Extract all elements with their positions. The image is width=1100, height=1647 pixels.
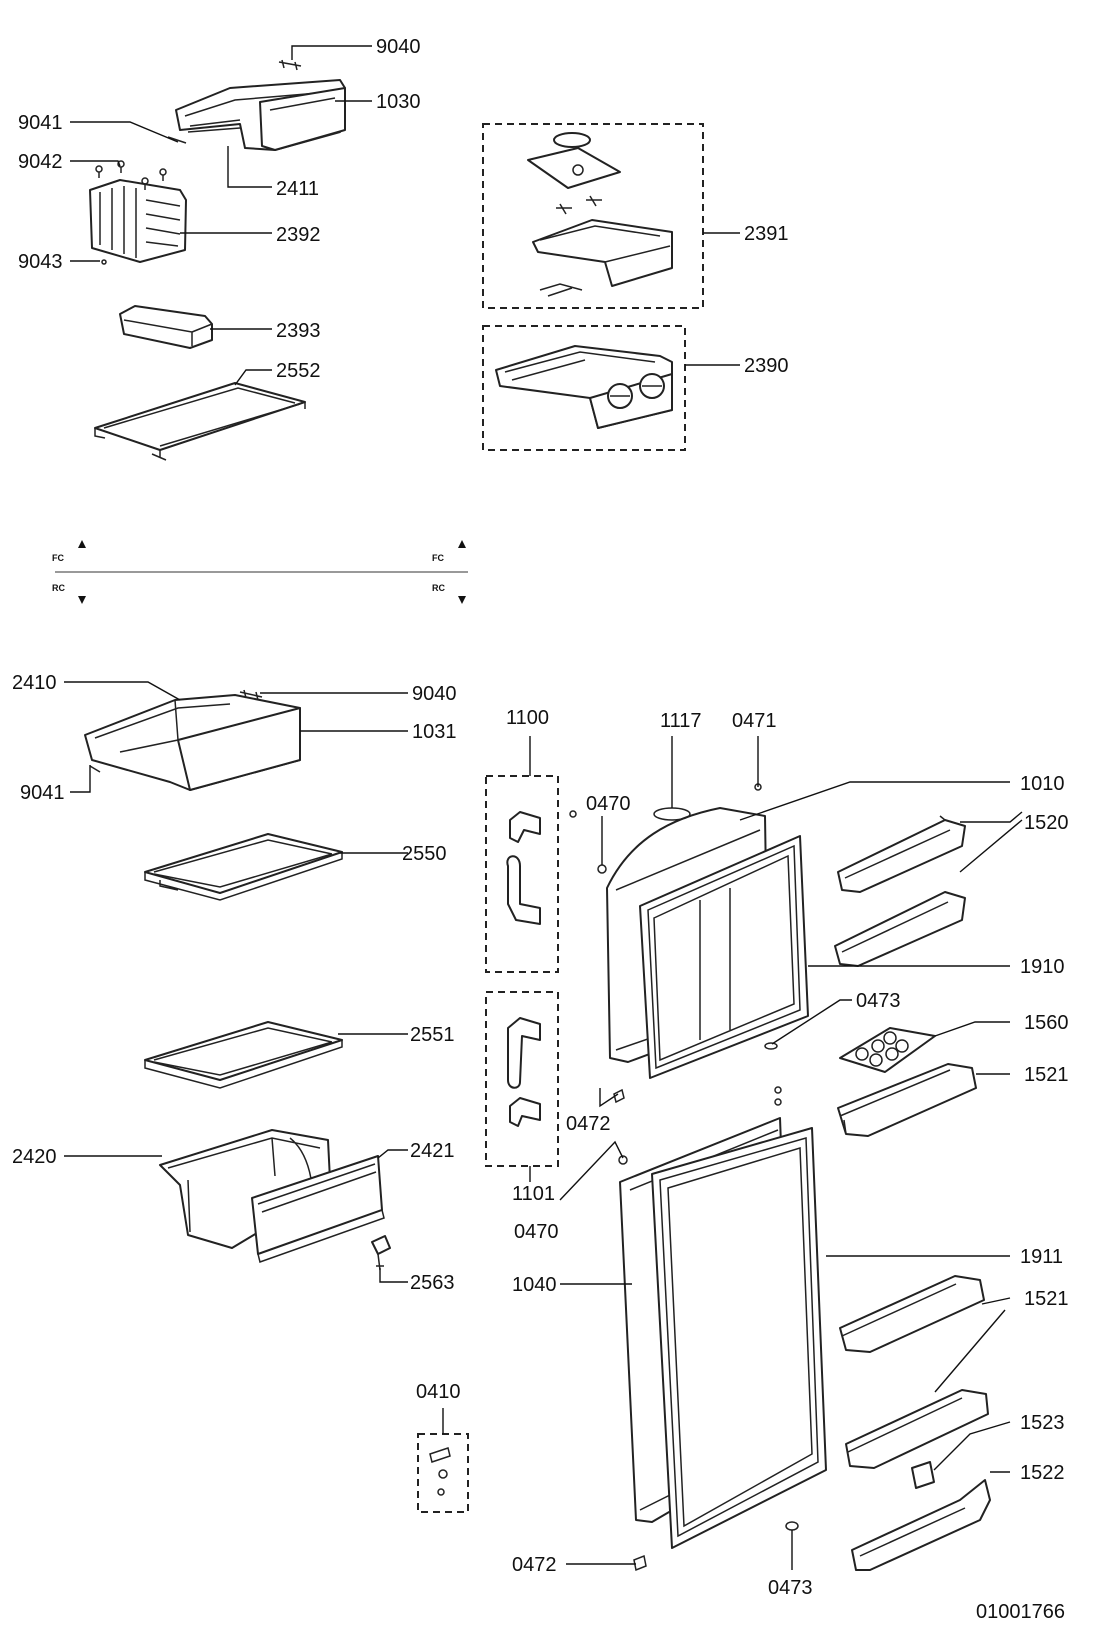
label-1521-bottom: 1521 (1024, 1288, 1069, 1310)
part-1522-drawing (851, 1479, 991, 1571)
part-2421-drawing (251, 1155, 385, 1263)
label-2411: 2411 (276, 178, 319, 200)
part-2391-drawing (482, 123, 704, 309)
label-1030: 1030 (376, 91, 421, 113)
part-1910-drawing (639, 835, 809, 1079)
label-2550: 2550 (402, 843, 447, 865)
label-0472-bottom: 0472 (512, 1554, 557, 1576)
label-1117: 1117 (660, 710, 702, 732)
label-1560: 1560 (1024, 1012, 1069, 1034)
label-2410: 2410 (12, 672, 57, 694)
label-1910: 1910 (1020, 956, 1065, 978)
part-1523-drawing (911, 1461, 935, 1489)
marker-rc-left: RC (52, 583, 65, 593)
part-1521-top-drawing (837, 1063, 977, 1137)
part-2563-drawing (371, 1235, 391, 1271)
label-1911: 1911 (1020, 1246, 1063, 1268)
label-0470-bottom: 0470 (514, 1221, 559, 1243)
label-9042: 9042 (18, 151, 63, 173)
label-2551: 2551 (410, 1024, 455, 1046)
leader-lines (64, 45, 1023, 1570)
marker-fc-left: FC (52, 553, 64, 563)
label-9040-bottom: 9040 (412, 683, 457, 705)
label-2563: 2563 (410, 1272, 455, 1294)
label-0473-top: 0473 (856, 990, 901, 1012)
part-2551-drawing (144, 1021, 343, 1089)
part-1911-drawing (651, 1127, 827, 1549)
part-2393-drawing (119, 305, 213, 349)
label-1522: 1522 (1020, 1462, 1065, 1484)
label-1100: 1100 (506, 707, 549, 729)
label-0472-top: 0472 (566, 1113, 611, 1135)
part-1100-drawing (485, 775, 559, 973)
label-2393: 2393 (276, 320, 321, 342)
label-2421: 2421 (410, 1140, 455, 1162)
label-1040: 1040 (512, 1274, 557, 1296)
label-9041-top: 9041 (18, 112, 63, 134)
part-0410-drawing (417, 1433, 469, 1513)
part-2552-drawing (94, 382, 306, 461)
label-9041-bottom: 9041 (20, 782, 65, 804)
label-1520: 1520 (1024, 812, 1069, 834)
label-1031: 1031 (412, 721, 457, 743)
label-0471: 0471 (732, 710, 777, 732)
marker-rc-right: RC (432, 583, 445, 593)
part-1560-drawing (839, 1027, 936, 1073)
label-0410: 0410 (416, 1381, 461, 1403)
part-2390-drawing (482, 325, 686, 451)
label-1523: 1523 (1020, 1412, 1065, 1434)
part-1521-bottom-drawing (839, 1275, 989, 1469)
part-labels: 9040 1030 9041 9042 2411 2392 9043 2393 … (12, 36, 1069, 1623)
label-0470-top: 0470 (586, 793, 631, 815)
drawing-number: 01001766 (976, 1601, 1065, 1623)
part-1031-drawing (84, 689, 301, 791)
marker-fc-right: FC (432, 553, 444, 563)
part-1520-drawing (834, 815, 966, 967)
label-2390: 2390 (744, 355, 789, 377)
part-1030-drawing (167, 59, 346, 151)
label-2392: 2392 (276, 224, 321, 246)
section-separator (55, 540, 468, 604)
label-0473-bottom: 0473 (768, 1577, 813, 1599)
label-1010: 1010 (1020, 773, 1065, 795)
label-2552: 2552 (276, 360, 321, 382)
label-1101: 1101 (512, 1183, 555, 1205)
part-1101-drawing (485, 991, 559, 1167)
part-2550-drawing (144, 833, 343, 901)
label-9040-top: 9040 (376, 36, 421, 58)
label-2391: 2391 (744, 223, 789, 245)
label-9043: 9043 (18, 251, 63, 273)
label-2420: 2420 (12, 1146, 57, 1168)
part-2392-drawing (89, 160, 187, 265)
label-1521-top: 1521 (1024, 1064, 1069, 1086)
